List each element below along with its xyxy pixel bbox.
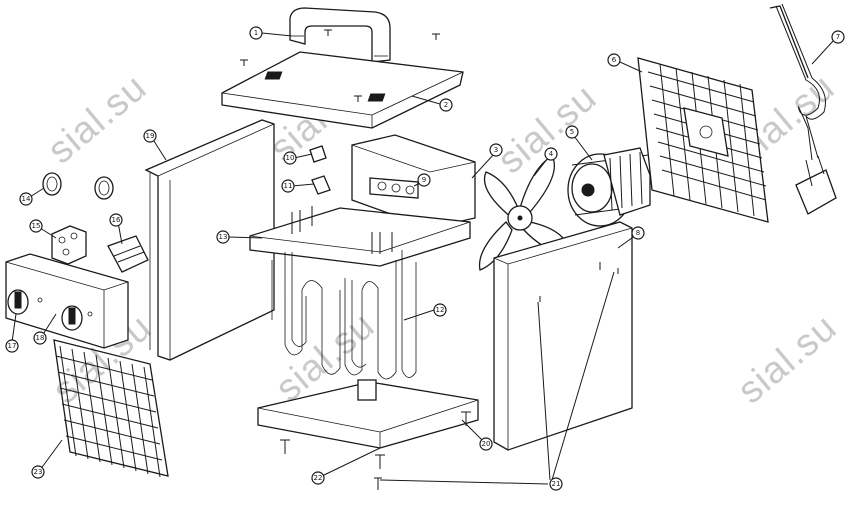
- svg-text:6: 6: [612, 56, 617, 64]
- svg-text:2: 2: [444, 101, 448, 109]
- element-plate-part: [249, 206, 471, 267]
- svg-text:7: 7: [836, 33, 840, 41]
- svg-text:3: 3: [494, 146, 498, 154]
- callout-23: 23: [31, 465, 45, 479]
- knob-part: [7, 289, 83, 331]
- callout-5: 5: [565, 125, 579, 139]
- callout-10: 10: [283, 151, 297, 165]
- svg-text:22: 22: [314, 474, 323, 482]
- svg-text:23: 23: [34, 468, 43, 476]
- bracket-part: [309, 145, 331, 195]
- callout-9: 9: [417, 173, 431, 187]
- svg-text:15: 15: [32, 222, 41, 230]
- callout-18: 18: [33, 331, 47, 345]
- callout-19: 19: [143, 129, 157, 143]
- foot-group: [280, 411, 471, 490]
- left-side-panel-part: [144, 119, 275, 361]
- svg-text:14: 14: [22, 195, 31, 203]
- svg-text:5: 5: [570, 128, 574, 136]
- callout-16: 16: [109, 213, 123, 227]
- grommet-part: [42, 172, 114, 200]
- heating-coil-part: [271, 250, 417, 380]
- terminal-block-part: [369, 177, 419, 199]
- callout-6: 6: [607, 53, 621, 67]
- base-frame-part: [257, 379, 479, 449]
- callout-4: 4: [544, 147, 558, 161]
- callout-17: 17: [5, 339, 19, 353]
- svg-text:18: 18: [36, 334, 45, 342]
- switch-part: [51, 225, 87, 265]
- callout-1: 1: [249, 26, 263, 40]
- callout-7: 7: [831, 30, 845, 44]
- svg-text:16: 16: [112, 216, 121, 224]
- right-side-panel-part: [493, 221, 633, 451]
- svg-text:19: 19: [146, 132, 155, 140]
- callout-8: 8: [631, 226, 645, 240]
- leader-lines: [11, 32, 835, 485]
- callout-21: 21: [549, 477, 563, 491]
- callout-22: 22: [311, 471, 325, 485]
- power-cord-part: [769, 3, 837, 215]
- callout-20: 20: [479, 437, 493, 451]
- callout-15: 15: [29, 219, 43, 233]
- svg-text:8: 8: [636, 229, 640, 237]
- motor-part: [567, 147, 651, 227]
- thermostat-part: [107, 235, 149, 273]
- svg-text:17: 17: [8, 342, 17, 350]
- control-panel-part: [5, 253, 129, 349]
- svg-text:13: 13: [219, 233, 228, 241]
- svg-text:9: 9: [422, 176, 426, 184]
- front-grille-part: [53, 339, 169, 478]
- fan-blade-part: [478, 155, 571, 271]
- top-panel-part: [221, 51, 464, 129]
- svg-text:1: 1: [254, 29, 258, 37]
- callout-2: 2: [439, 98, 453, 112]
- callout-3: 3: [489, 143, 503, 157]
- svg-text:4: 4: [549, 150, 554, 158]
- svg-text:11: 11: [284, 182, 293, 190]
- svg-text:20: 20: [482, 440, 491, 448]
- svg-text:10: 10: [286, 154, 295, 162]
- callout-11: 11: [281, 179, 295, 193]
- callout-14: 14: [19, 192, 33, 206]
- callout-13: 13: [216, 230, 230, 244]
- svg-text:12: 12: [436, 306, 445, 314]
- rear-grille-part: [637, 57, 769, 223]
- svg-text:21: 21: [552, 480, 561, 488]
- callout-12: 12: [433, 303, 447, 317]
